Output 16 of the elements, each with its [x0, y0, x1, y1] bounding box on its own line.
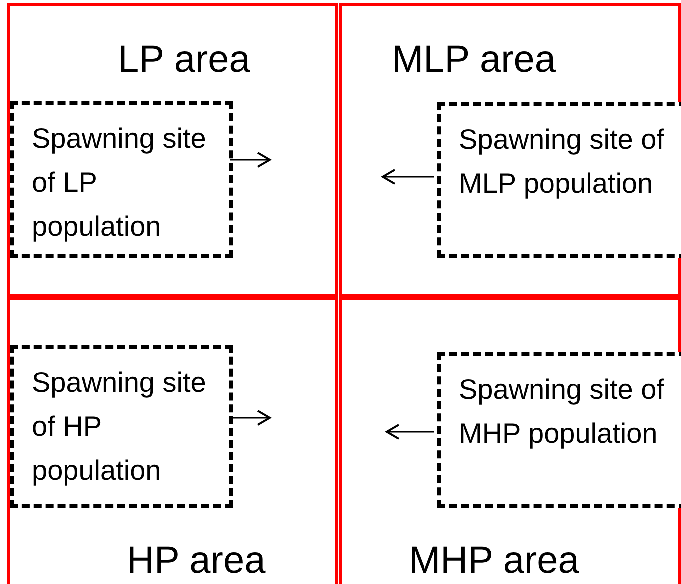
area-heading: MLP area — [392, 38, 556, 83]
area-panel — [7, 297, 338, 584]
arrow — [386, 424, 434, 440]
area-panel — [7, 3, 338, 297]
spawning-site-box: Spawning site of MHP population — [437, 352, 681, 508]
area-panel — [339, 297, 681, 584]
spawning-site-box: Spawning site of HP population — [10, 345, 233, 508]
area-heading: HP area — [127, 539, 266, 584]
area-heading: MHP area — [409, 539, 580, 584]
arrow — [230, 410, 271, 426]
spawning-site-box: Spawning site of LP population — [10, 101, 233, 258]
area-panel — [339, 3, 681, 297]
spawning-site-box: Spawning site of MLP population — [437, 102, 681, 258]
arrow — [382, 169, 434, 185]
area-heading: LP area — [118, 38, 250, 83]
arrow — [230, 152, 271, 168]
